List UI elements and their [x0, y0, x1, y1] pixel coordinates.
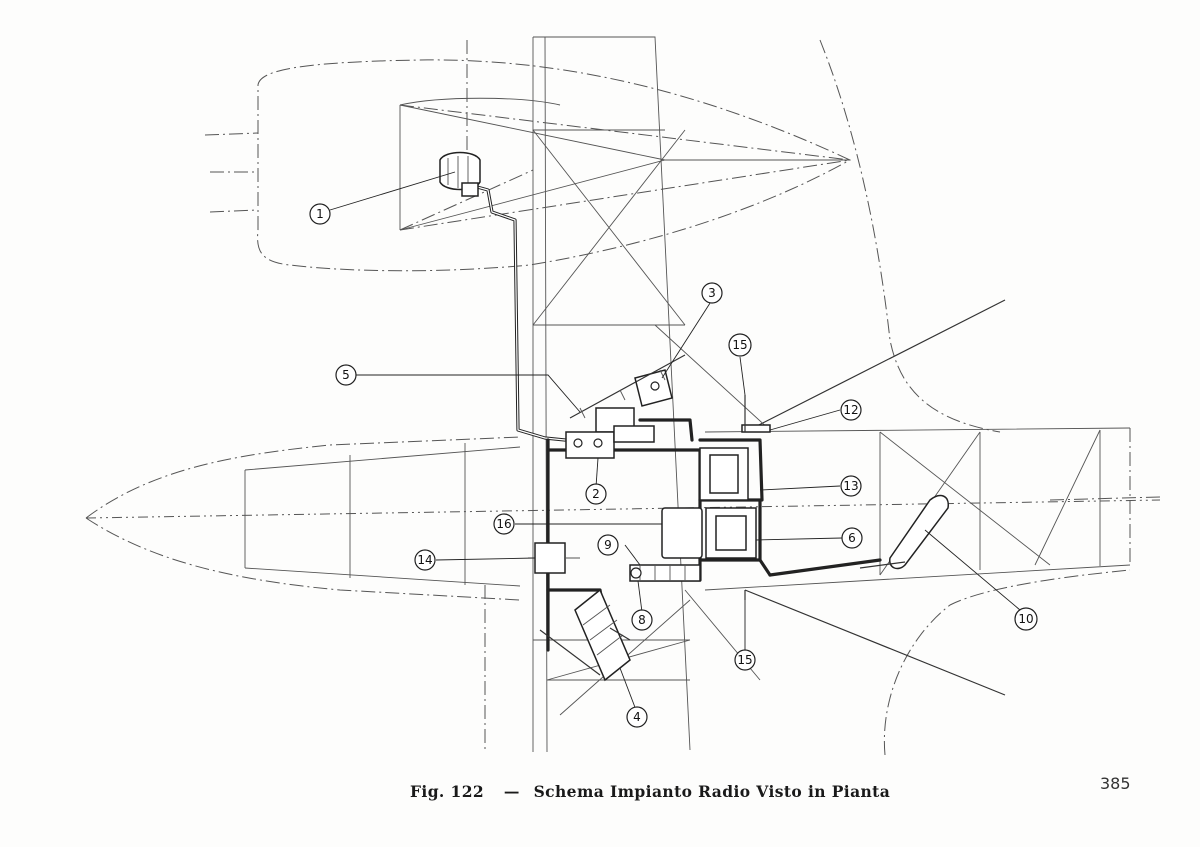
svg-text:5: 5	[342, 368, 350, 382]
component-3-unit	[634, 369, 673, 407]
caption-dash: —	[503, 782, 520, 801]
component-9-8-assembly	[629, 564, 701, 582]
component-16-box	[661, 507, 703, 559]
callout-15-bottom: 15	[734, 649, 756, 671]
component-4-battery-frame	[539, 588, 631, 682]
callout-14: 14	[414, 549, 436, 571]
callout-circles: 1 2 3 4 5 6 8 9 10 12 13 14 15 15 16	[309, 203, 1038, 728]
svg-text:6: 6	[848, 531, 856, 545]
callout-6: 6	[841, 527, 863, 549]
leader-lines	[329, 171, 1021, 711]
callout-5: 5	[335, 364, 357, 386]
svg-text:13: 13	[843, 479, 858, 493]
component-10-antenna-mast	[859, 494, 949, 570]
svg-text:12: 12	[843, 403, 858, 417]
callout-10: 10	[1014, 607, 1038, 631]
svg-text:16: 16	[496, 517, 511, 531]
component-1-generator	[439, 151, 481, 197]
component-5-antenna-rod	[569, 354, 686, 419]
callout-13: 13	[840, 475, 862, 497]
callout-8: 8	[631, 609, 653, 631]
figure-caption: Fig. 122 — Schema Impianto Radio Visto i…	[410, 782, 890, 801]
callout-4: 4	[626, 706, 648, 728]
svg-text:4: 4	[633, 710, 641, 724]
page-number: 385	[1100, 774, 1131, 793]
callout-16: 16	[493, 513, 515, 535]
callout-15-top: 15	[728, 333, 752, 357]
component-2-radio-rack	[565, 407, 655, 459]
svg-text:1: 1	[316, 207, 324, 221]
figure-title: Schema Impianto Radio Visto in Pianta	[533, 782, 891, 801]
callout-1: 1	[309, 203, 331, 225]
svg-text:10: 10	[1018, 612, 1033, 626]
svg-text:15: 15	[732, 338, 747, 352]
svg-text:15: 15	[737, 653, 752, 667]
callout-9: 9	[597, 534, 619, 556]
callout-3: 3	[701, 282, 723, 304]
component-14-unit	[528, 542, 580, 574]
callout-12: 12	[840, 399, 862, 421]
svg-text:8: 8	[638, 613, 646, 627]
component-12-13-6-boxes	[699, 424, 771, 559]
svg-text:14: 14	[417, 553, 432, 567]
svg-text:9: 9	[604, 538, 612, 552]
figure-number: Fig. 122	[410, 782, 485, 801]
callout-2: 2	[585, 483, 607, 505]
svg-text:3: 3	[708, 286, 716, 300]
svg-text:2: 2	[592, 487, 600, 501]
